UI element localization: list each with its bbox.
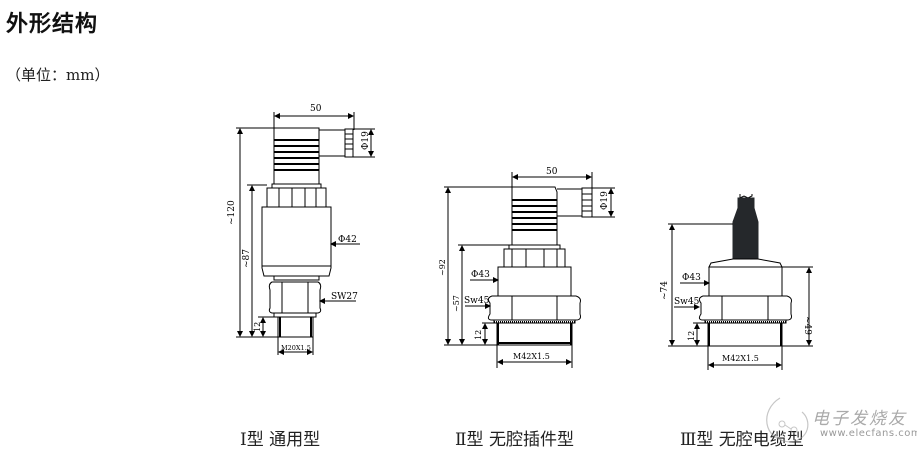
dim-label: 50 [546,167,558,177]
dim-label: 12 [474,330,483,340]
caption-type-1: Ⅰ型 通用型 [240,430,321,450]
dim-label: Sw45 [464,296,490,306]
dim-label: 12 [253,322,262,332]
dim-label: ~87 [242,249,252,268]
dim-label: ~74 [660,281,670,300]
dim-label: 50 [310,104,322,114]
drawing-type-3-labels: ~74 ~49 Φ43 Sw45 12 M42X1.5 [660,273,812,363]
drawing-type-2 [444,172,615,368]
dim-label: M42X1.5 [513,352,550,361]
dim-label: ~92 [438,259,447,276]
dim-label: Sw45 [674,297,700,307]
dim-label: M42X1.5 [722,354,759,363]
dim-label: ~57 [452,295,461,312]
dim-label: M20X1.5 [281,344,311,352]
dim-label: Φ43 [471,270,490,280]
dim-label: Φ19 [600,191,610,210]
dim-label: Φ43 [682,273,701,283]
drawing-type-2-labels: 50 Φ19 ~92 ~57 Φ43 Sw45 12 M42X1.5 [438,167,610,361]
dim-label: Φ19 [361,131,371,150]
dim-label: 12 [687,331,696,341]
dim-label: Φ42 [338,235,357,245]
drawing-type-1-labels: 50 Φ19 ~120 ~87 Φ42 SW27 12 M20X1.5 [227,104,371,352]
watermark-brand: 电子发烧友 [812,409,907,429]
dim-label: ~49 [802,316,812,335]
drawing-type-1 [236,112,375,355]
watermark-logo-icon [766,397,809,443]
unit-note: （单位：mm） [6,66,110,84]
section-title: 外形结构 [6,12,99,37]
dim-label: ~120 [227,200,237,225]
dim-label: SW27 [331,292,358,302]
caption-type-2: Ⅱ型 无腔插件型 [455,430,574,450]
drawing-type-3 [668,194,813,370]
watermark-url: www.elecfans.com [820,428,917,439]
